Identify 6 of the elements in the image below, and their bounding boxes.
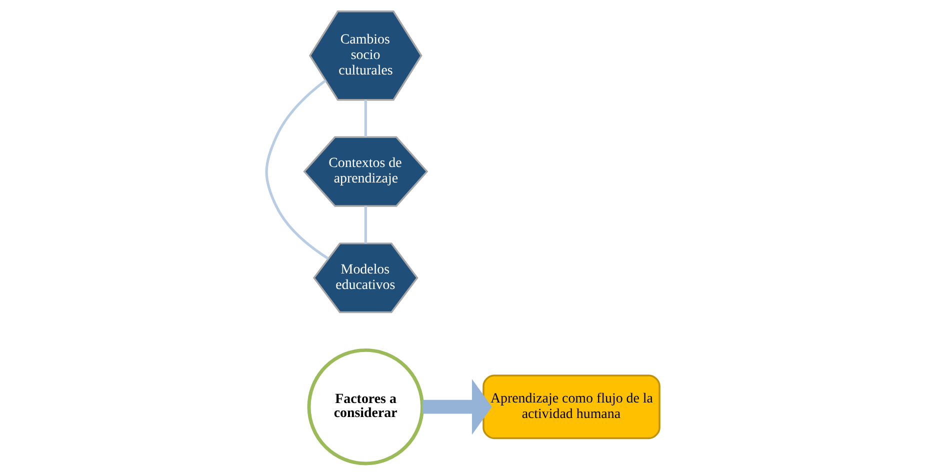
connector bbox=[364, 206, 367, 244]
arrow bbox=[422, 378, 492, 435]
connector bbox=[265, 79, 329, 260]
connector bbox=[364, 100, 367, 137]
node-circle: Factores a considerar bbox=[307, 348, 424, 466]
node-box: Aprendizaje como flujo de la actividad humana bbox=[482, 374, 660, 440]
